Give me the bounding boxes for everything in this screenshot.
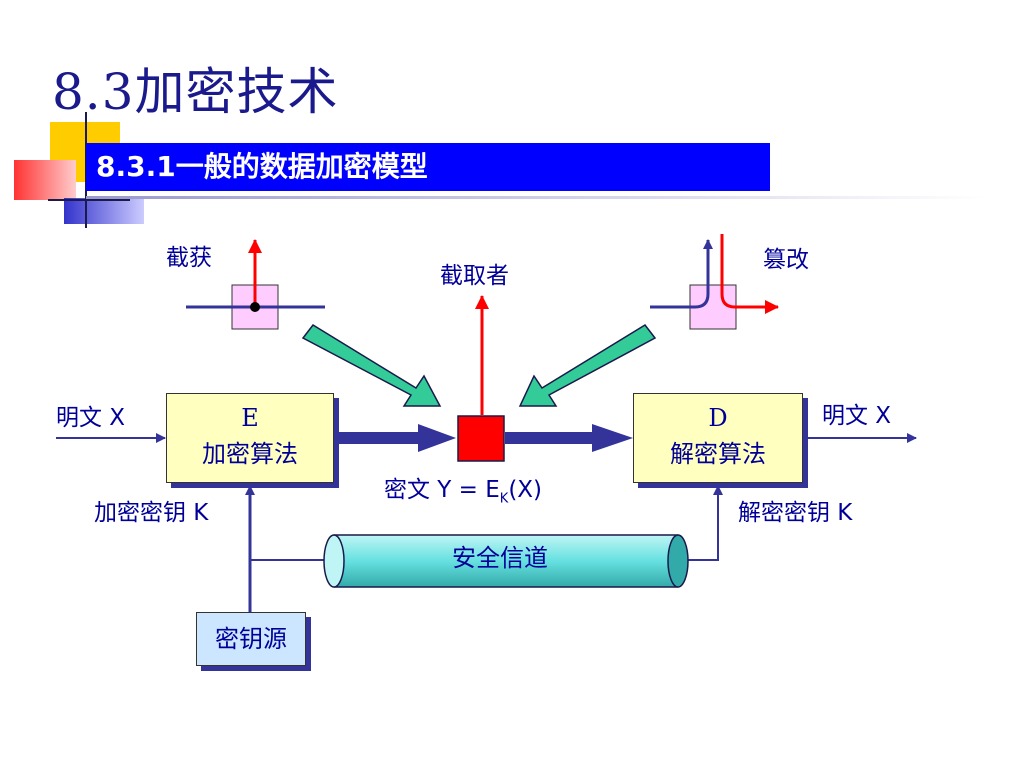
ciphertext-label: 密文 Y = EK(X) — [384, 470, 542, 507]
secure-channel-label: 安全信道 — [452, 544, 548, 572]
secure-channel-cylinder — [323, 534, 689, 588]
ciphertext-prefix: 密文 Y = E — [384, 477, 500, 503]
decrypt-algorithm-box: D 解密算法 — [633, 393, 803, 483]
intercept-tap — [186, 239, 325, 330]
decrypt-name: 解密算法 — [670, 440, 766, 468]
encrypt-key-label: 加密密钥 K — [94, 500, 209, 526]
red-square — [14, 160, 76, 200]
plaintext-out-label: 明文 X — [822, 403, 892, 429]
decrypt-letter: D — [708, 404, 728, 432]
flow-arrow-1 — [418, 424, 456, 452]
intercept-label: 截获 — [166, 245, 212, 271]
encrypt-algorithm-box: E 加密算法 — [166, 393, 334, 483]
ciphertext-subscript: K — [499, 491, 509, 507]
decrypt-key-label: 解密密钥 K — [738, 500, 853, 526]
key-source-box: 密钥源 — [196, 612, 306, 666]
right-attack-arrow — [518, 324, 657, 407]
blue-square — [64, 198, 144, 224]
encrypt-letter: E — [241, 404, 259, 432]
ciphertext-node — [457, 415, 505, 462]
flow-arrow-2 — [592, 424, 633, 452]
tamper-label: 篡改 — [763, 247, 809, 273]
interceptor-label: 截取者 — [440, 263, 509, 289]
ciphertext-suffix: (X) — [508, 477, 543, 503]
tamper-tap — [650, 234, 779, 330]
slide-title: 8.3加密技术 — [52, 63, 339, 121]
plaintext-in-label: 明文 X — [56, 405, 126, 431]
encrypt-name: 加密算法 — [202, 440, 298, 468]
left-attack-arrow — [301, 324, 442, 407]
section-heading: 8.3.1一般的数据加密模型 — [86, 143, 770, 191]
